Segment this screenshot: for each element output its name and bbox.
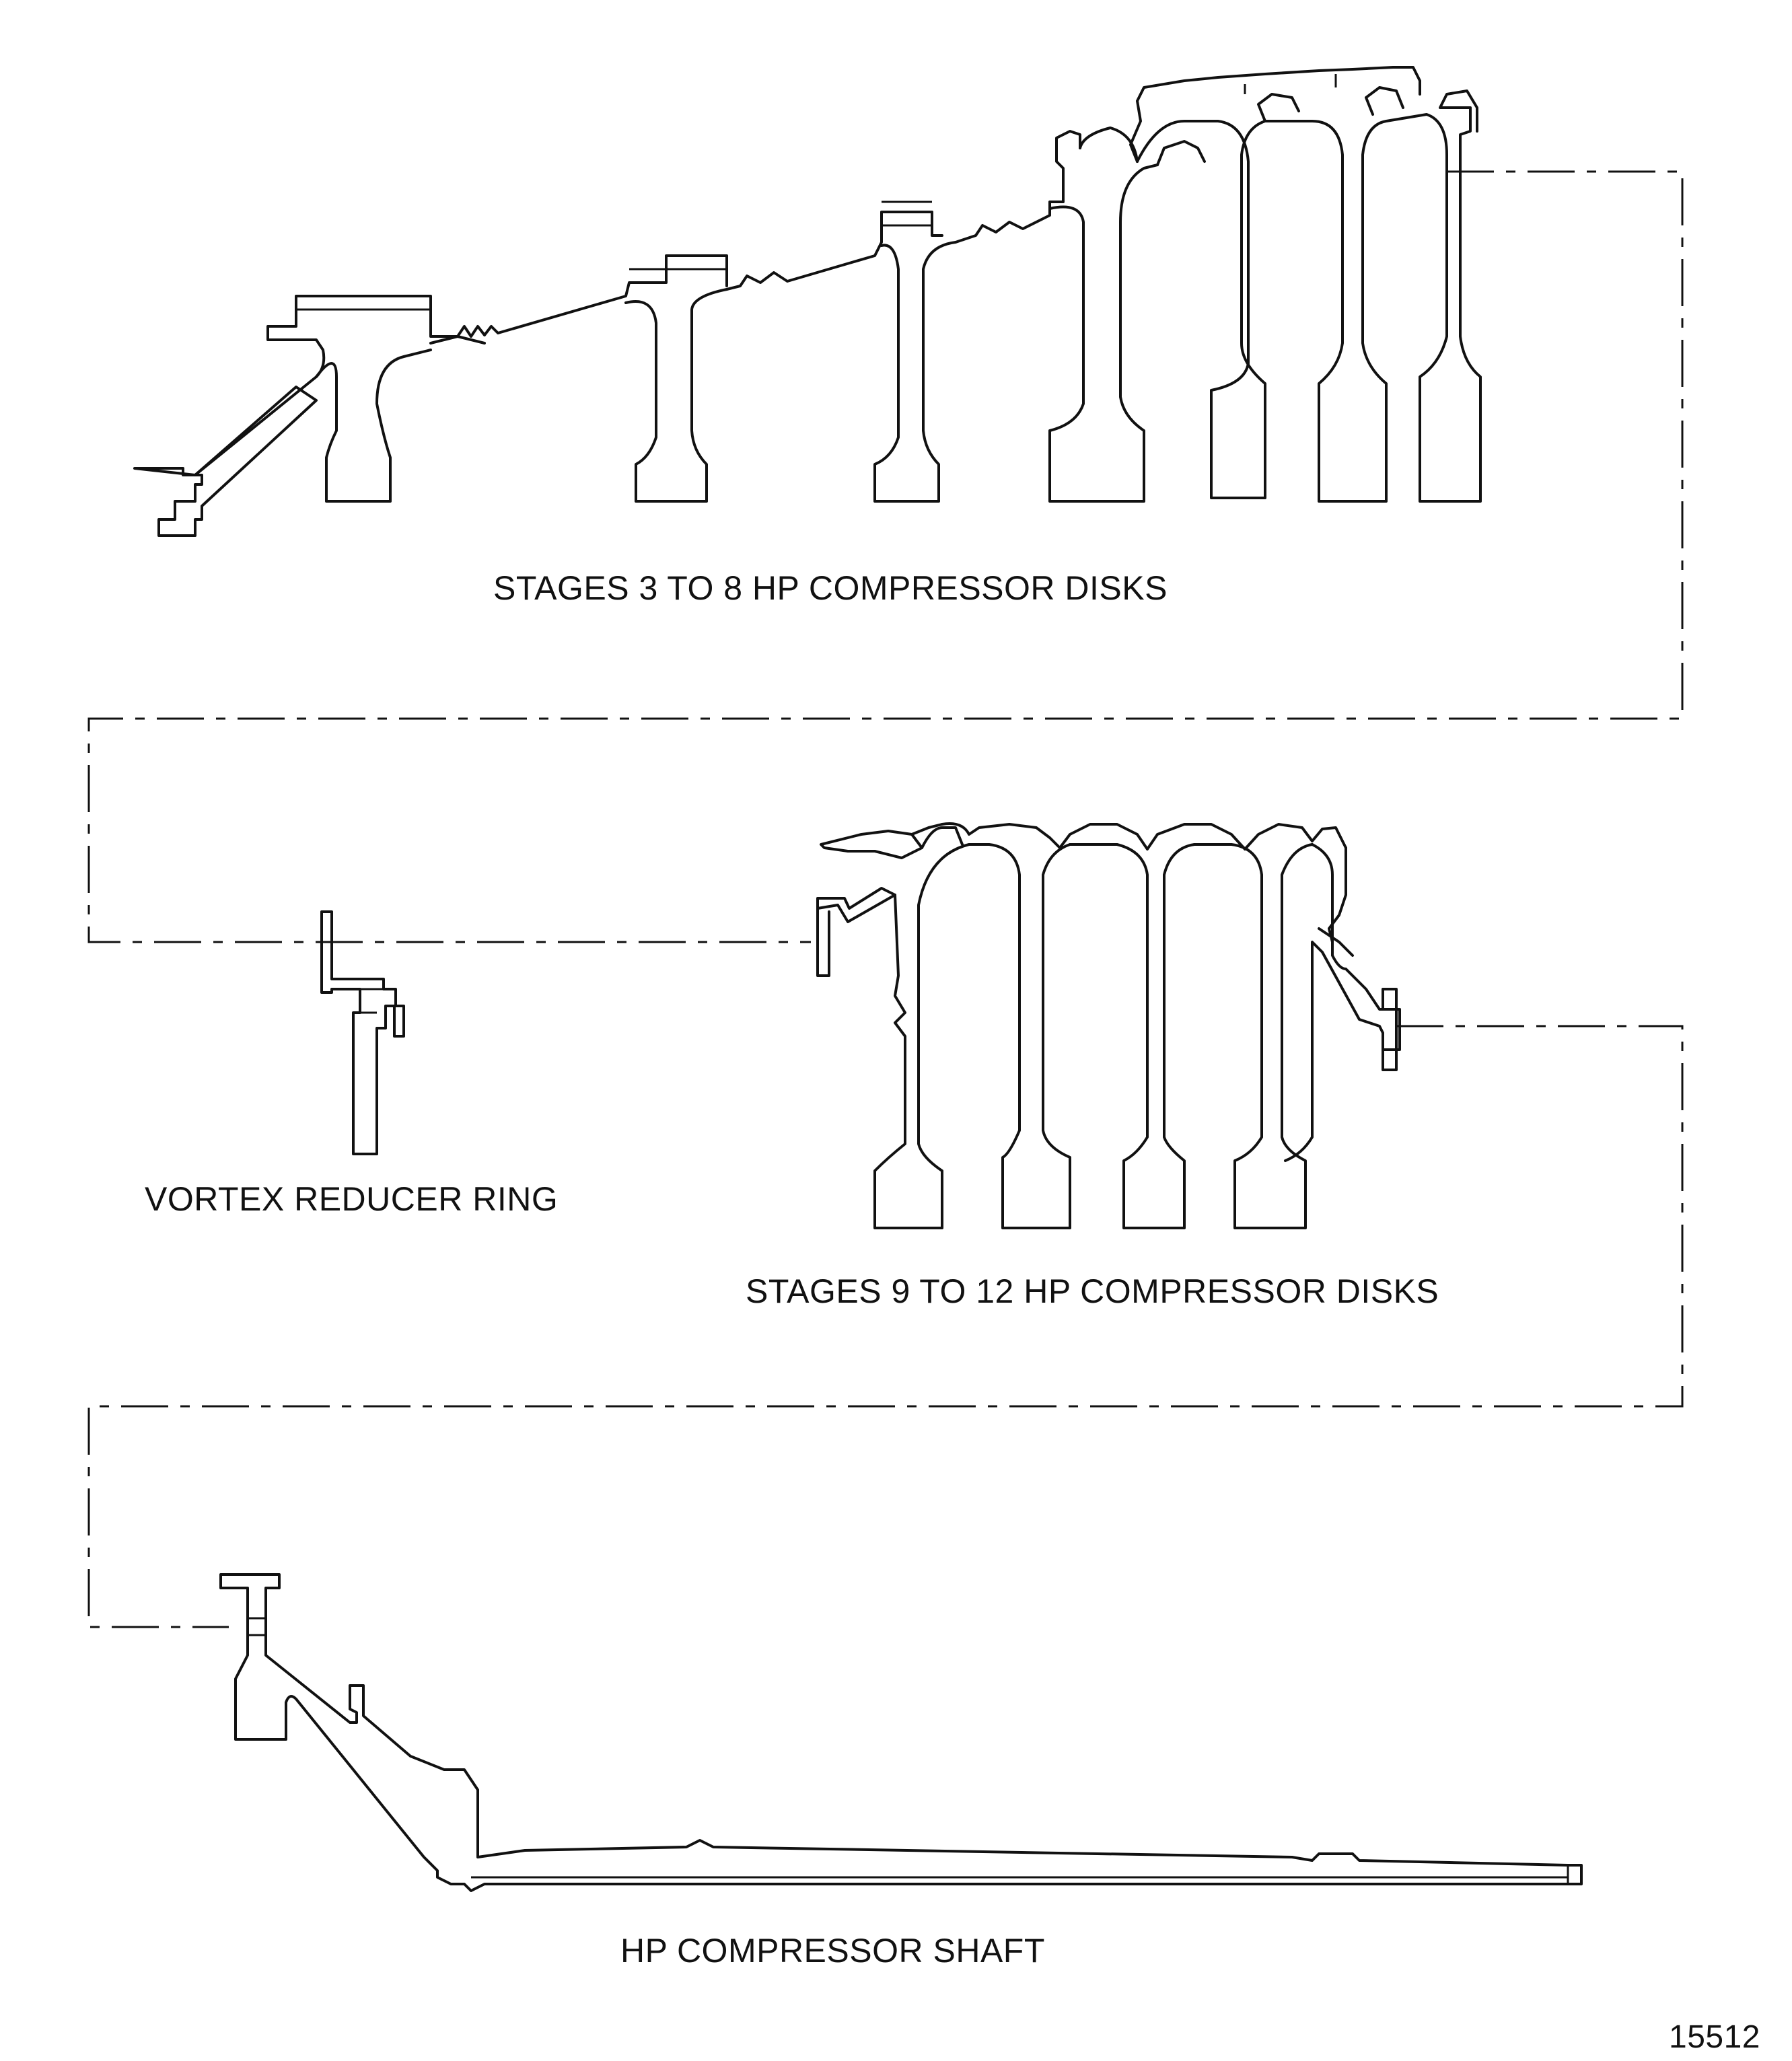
stages-3-8-label: STAGES 3 TO 8 HP COMPRESSOR DISKS: [493, 569, 1168, 607]
stages-3-8-disk-assembly: [133, 66, 1482, 537]
stages-9-12-disk-assembly: [816, 822, 1401, 1229]
vortex-reducer-ring: [320, 910, 405, 1155]
hp-compressor-shaft: [219, 1573, 1583, 1892]
vortex-reducer-ring-label: VORTEX REDUCER RING: [145, 1180, 559, 1218]
centerline-connector-2: [87, 1025, 1684, 1628]
stages-9-12-label: STAGES 9 TO 12 HP COMPRESSOR DISKS: [746, 1272, 1439, 1310]
figure-number: 15512: [1669, 2019, 1760, 2055]
hp-compressor-shaft-label: HP COMPRESSOR SHAFT: [620, 1932, 1045, 1969]
centerline-connector-1: [87, 170, 1684, 943]
